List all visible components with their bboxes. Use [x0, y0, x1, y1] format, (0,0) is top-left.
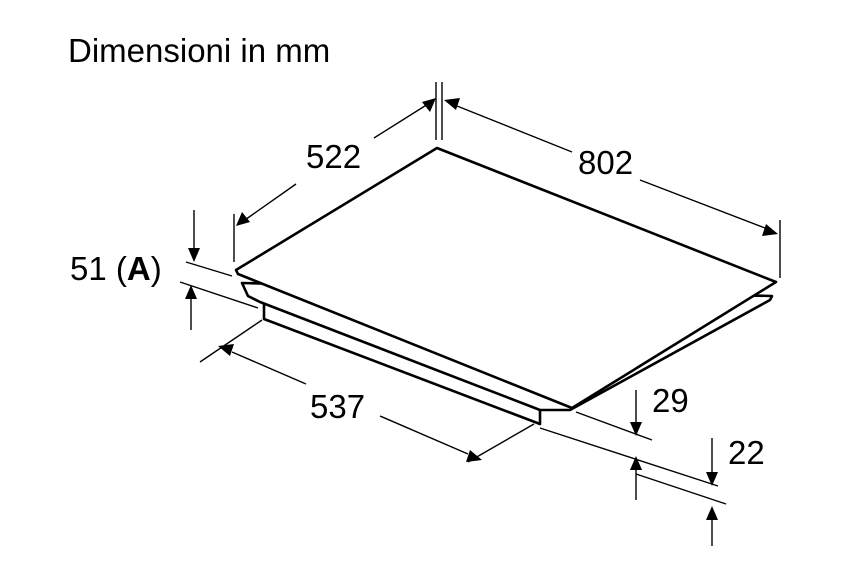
depth-dimension: 522 [233, 82, 437, 262]
height-a-dimension: 51 (A) [70, 210, 259, 330]
height-a-suffix: ) [151, 250, 162, 287]
body-height-dimension: 22 [635, 434, 765, 546]
width-label: 802 [578, 144, 633, 181]
width-dimension: 802 [441, 82, 781, 278]
frame-height-dimension: 29 [539, 382, 719, 500]
hob-glass-top [234, 146, 778, 410]
diagram-title: Dimensioni in mm [68, 32, 330, 69]
body-height-label: 22 [728, 434, 765, 471]
depth-label: 522 [306, 138, 361, 175]
cutout-depth-label: 537 [310, 388, 365, 425]
hob-body [234, 146, 778, 426]
height-a-label: 51 (A) [70, 250, 162, 287]
cutout-depth-dimension: 537 [199, 319, 535, 463]
height-a-prefix: 51 ( [70, 250, 127, 287]
note-a: A [127, 250, 151, 287]
frame-height-label: 29 [652, 382, 689, 419]
